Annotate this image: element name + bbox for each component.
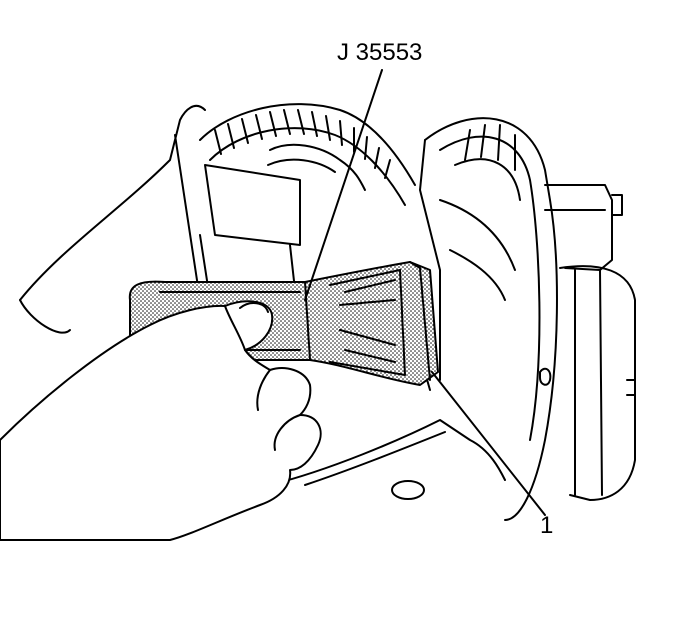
brake-rotor bbox=[419, 117, 558, 521]
mounting-bracket bbox=[199, 164, 301, 301]
leader-line-tool bbox=[304, 69, 383, 301]
leader-line-callout bbox=[431, 371, 546, 516]
wiring-harness bbox=[199, 103, 416, 206]
tool-label: J 35553 bbox=[337, 39, 423, 66]
caliper bbox=[539, 184, 636, 501]
hand bbox=[0, 300, 322, 541]
callout-label: 1 bbox=[540, 512, 554, 539]
